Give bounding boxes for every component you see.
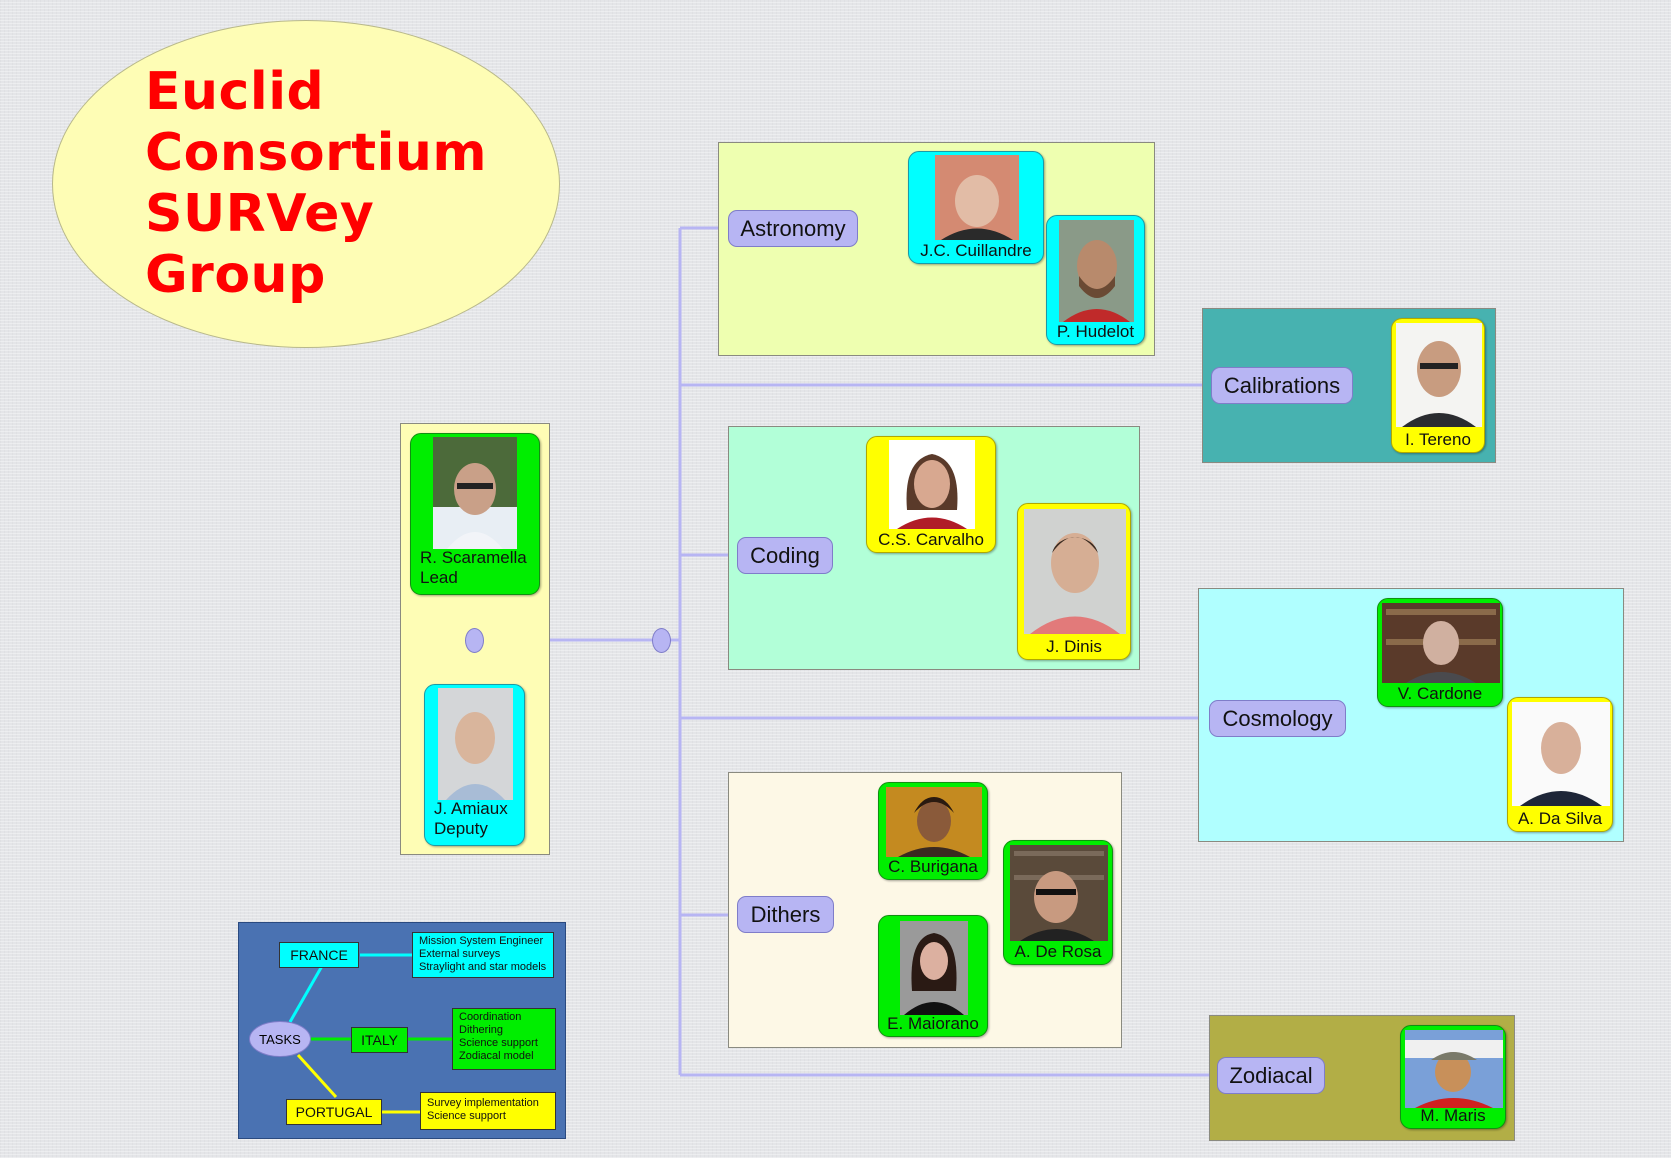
- legend-italy: ITALY: [351, 1027, 408, 1053]
- person-card-carvalho[interactable]: C.S. Carvalho: [866, 436, 996, 553]
- legend-task-line: Straylight and star models: [419, 961, 547, 973]
- person-card-cardone[interactable]: V. Cardone: [1377, 598, 1503, 707]
- lead-photo: [433, 437, 517, 549]
- person-card-burigana[interactable]: C. Burigana: [878, 782, 988, 880]
- legend-portugal: PORTUGAL: [286, 1099, 382, 1125]
- legend-task-line: Dithering: [459, 1024, 504, 1036]
- person-name: J.C. Cuillandre: [920, 241, 1032, 260]
- dinis-photo: [1024, 509, 1126, 634]
- legend-task-line: Science support: [427, 1110, 506, 1122]
- legend-portugal-tasks: Survey implementation Science support: [420, 1092, 556, 1130]
- person-card-maiorano[interactable]: E. Maiorano: [878, 915, 988, 1037]
- diagram-title: Euclid Consortium SURVey Group: [145, 62, 545, 306]
- main-junction-node[interactable]: [652, 628, 671, 653]
- person-name: V. Cardone: [1397, 684, 1483, 703]
- derosa-photo: [1010, 845, 1108, 941]
- person-card-dasilva[interactable]: A. Da Silva: [1507, 697, 1613, 832]
- deputy-card[interactable]: J. Amiaux Deputy: [424, 684, 525, 846]
- legend-task-line: Zodiacal model: [459, 1050, 534, 1062]
- deputy-name: J. Amiaux: [434, 799, 508, 818]
- maiorano-photo: [900, 921, 968, 1015]
- deputy-photo: [438, 688, 513, 800]
- title-line: Euclid: [145, 62, 325, 122]
- carvalho-photo: [889, 440, 975, 529]
- title-line: Group: [145, 245, 326, 305]
- cuillandre-photo: [935, 155, 1019, 240]
- person-name: E. Maiorano: [887, 1014, 979, 1033]
- person-name: A. De Rosa: [1014, 942, 1102, 961]
- legend-france: FRANCE: [279, 942, 359, 968]
- title-line: Consortium: [145, 123, 488, 183]
- legend-italy-tasks: Coordination Dithering Science support Z…: [452, 1008, 556, 1070]
- person-name: J. Dinis: [1046, 637, 1102, 656]
- topic-cosmology[interactable]: Cosmology: [1209, 700, 1346, 737]
- legend-task-line: External surveys: [419, 948, 501, 960]
- person-card-derosa[interactable]: A. De Rosa: [1003, 840, 1113, 965]
- lead-card[interactable]: R. Scaramella Lead: [410, 433, 540, 595]
- legend-task-line: Mission System Engineer: [419, 935, 544, 947]
- legend-task-line: Science support: [459, 1037, 538, 1049]
- dasilva-photo: [1512, 702, 1610, 806]
- legend-task-line: Survey implementation: [427, 1097, 539, 1109]
- legend-tasks-node: TASKS: [249, 1021, 311, 1057]
- person-name: A. Da Silva: [1517, 809, 1603, 828]
- person-name: I. Tereno: [1405, 430, 1471, 449]
- legend-france-tasks: Mission System Engineer External surveys…: [412, 932, 554, 978]
- title-line: SURVey: [145, 184, 375, 244]
- topic-dithers[interactable]: Dithers: [737, 896, 834, 933]
- leads-junction-node[interactable]: [465, 628, 484, 653]
- cardone-photo: [1382, 603, 1500, 683]
- person-card-maris[interactable]: M. Maris: [1400, 1025, 1506, 1129]
- topic-coding[interactable]: Coding: [737, 537, 833, 574]
- burigana-photo: [886, 787, 982, 857]
- title-ellipse: [52, 20, 560, 348]
- topic-zodiacal[interactable]: Zodiacal: [1217, 1057, 1325, 1094]
- person-card-tereno[interactable]: I. Tereno: [1391, 318, 1485, 453]
- tereno-photo: [1396, 323, 1482, 427]
- topic-astronomy[interactable]: Astronomy: [728, 210, 858, 247]
- person-card-cuillandre[interactable]: J.C. Cuillandre: [908, 151, 1044, 264]
- lead-role: Lead: [420, 568, 458, 587]
- person-card-dinis[interactable]: J. Dinis: [1017, 503, 1131, 660]
- topic-calibrations[interactable]: Calibrations: [1211, 367, 1353, 404]
- person-name: C. Burigana: [888, 857, 978, 876]
- maris-photo: [1405, 1030, 1503, 1108]
- deputy-role: Deputy: [434, 819, 488, 838]
- lead-name: R. Scaramella: [420, 548, 527, 567]
- person-name: C.S. Carvalho: [878, 530, 984, 549]
- person-card-hudelot[interactable]: P. Hudelot: [1046, 215, 1145, 345]
- hudelot-photo: [1059, 220, 1134, 322]
- person-name: M. Maris: [1420, 1106, 1486, 1125]
- legend-task-line: Coordination: [459, 1011, 522, 1023]
- person-name: P. Hudelot: [1056, 322, 1135, 341]
